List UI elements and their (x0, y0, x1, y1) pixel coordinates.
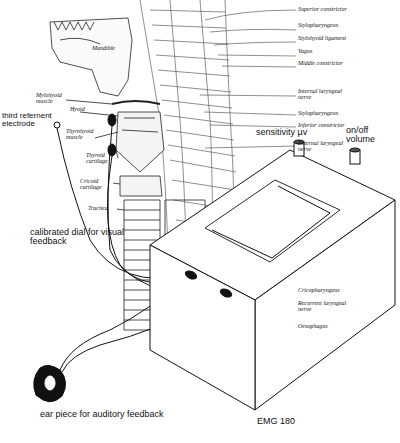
muscle-label: Recurrent laryngeal nerve (298, 300, 354, 313)
muscle-label: Hyoid (70, 106, 100, 112)
muscle-label: Stylopharyngeus (298, 110, 398, 116)
part-label: sensitivity µv (256, 128, 326, 137)
muscle-label: Oesophagus (298, 323, 398, 329)
device-label: EMG 180 (257, 416, 295, 426)
muscle-label: Cricopharyngeus (298, 287, 398, 293)
muscle-label: Stylopharyngeus (298, 22, 398, 28)
muscle-label: Stylohyoid ligament (298, 35, 398, 41)
part-label: ear piece for auditory feedback (40, 410, 240, 419)
muscle-label: Trachea (88, 205, 128, 211)
muscle-label: Mylohyoid muscle (36, 92, 68, 105)
muscle-label: Internal laryngeal nerve (298, 88, 354, 101)
device-box: EMG 180 (255, 200, 395, 426)
part-label: calibrated dial for visual feedback (30, 228, 130, 247)
muscle-label: Thyrohyoid muscle (66, 128, 96, 141)
mandible-drawing (50, 18, 132, 96)
muscle-label: Cricoid cartilage (80, 178, 114, 191)
muscle-label: External laryngeal nerve (298, 140, 354, 153)
muscle-label: Superior constrictor (298, 6, 398, 12)
muscle-label: Thyroid cartilage (86, 152, 118, 165)
muscle-label: Middle constrictor (298, 60, 398, 66)
part-label: third refernent electrode (2, 112, 58, 129)
muscle-label: Mandible (92, 45, 132, 51)
emg-box-drawing (150, 140, 395, 410)
muscle-label: Vagus (298, 48, 398, 54)
part-label: on/off volume (346, 126, 380, 145)
